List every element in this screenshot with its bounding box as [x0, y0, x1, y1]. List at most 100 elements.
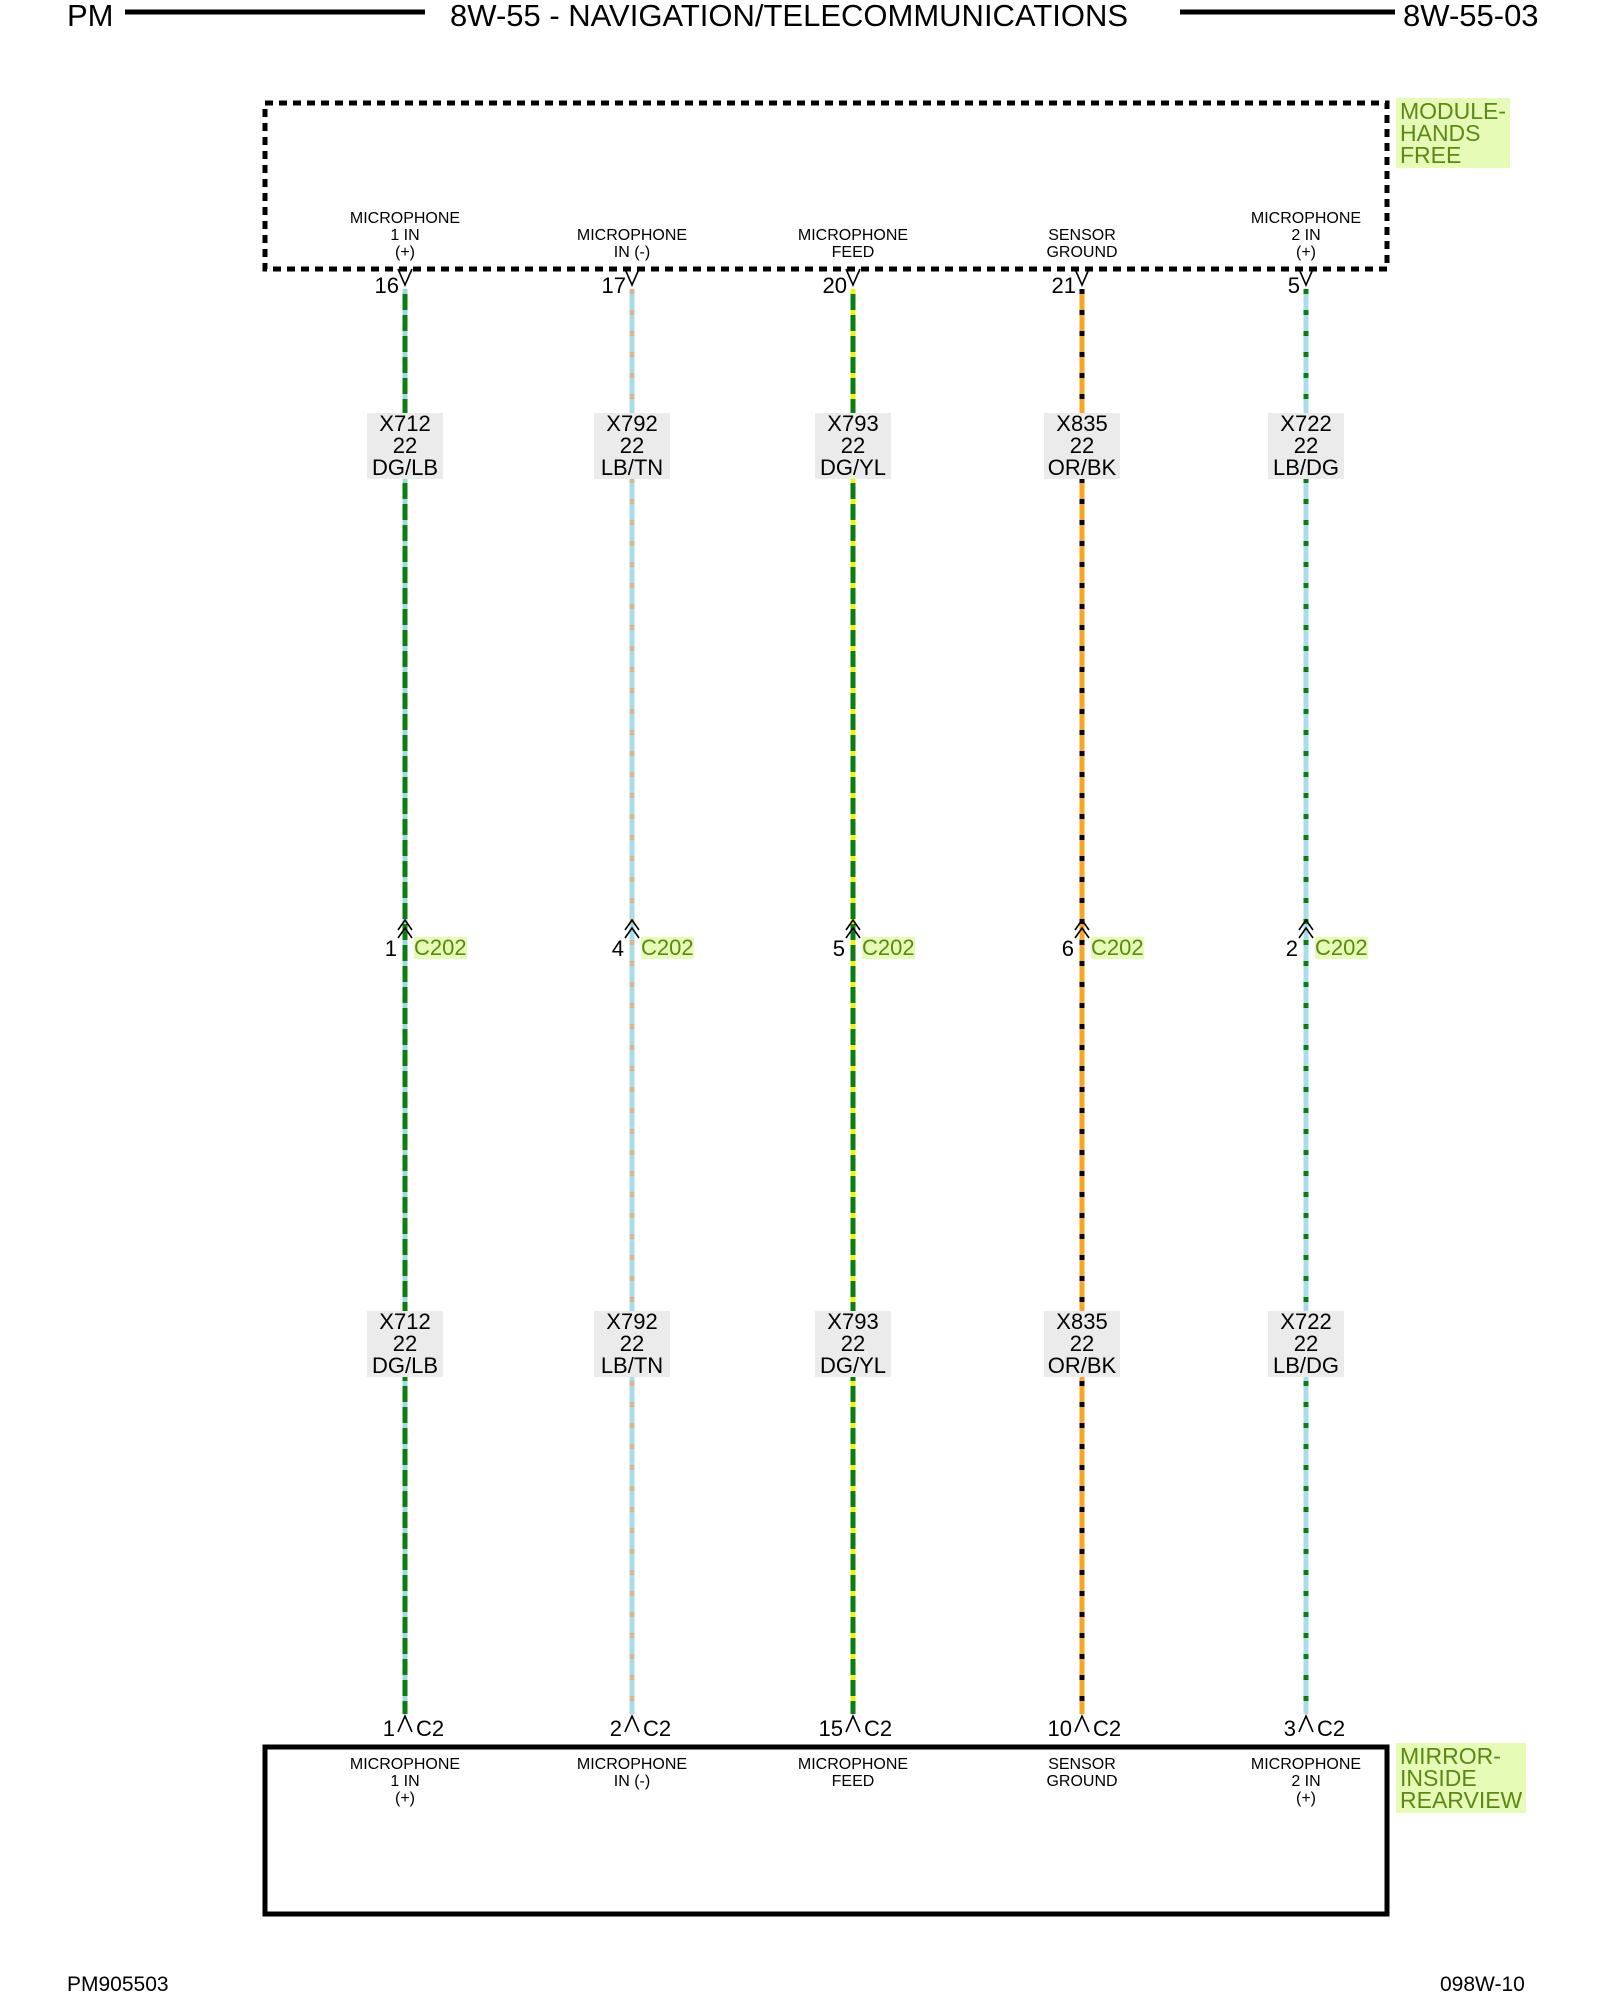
wire-color-code: DG/YL — [819, 1353, 887, 1378]
top-pin-label-line: (+) — [1296, 244, 1316, 261]
bottom-pin-label-line: MICROPHONE — [576, 1756, 688, 1773]
circuit-number: X792 — [606, 411, 658, 436]
wire-gauge: 22 — [840, 1331, 866, 1356]
top-pin-number: 20 — [822, 273, 847, 298]
bottom-pin-label-line: MICROPHONE — [797, 1756, 909, 1773]
circuit-number: X722 — [1280, 1309, 1332, 1334]
footer-left: PM905503 — [67, 1973, 169, 1996]
bottom-pin-number: 2 — [609, 1716, 622, 1741]
top-pin-label-line: MICROPHONE — [576, 227, 688, 244]
bottom-pin-number: 15 — [818, 1716, 843, 1741]
inline-connector-id: C202 — [641, 935, 694, 960]
circuit-number: X712 — [379, 411, 431, 436]
top-pin-label-line: 2 IN — [1291, 227, 1321, 244]
inline-connector-icon — [397, 918, 413, 939]
bottom-pin-terminal-icon — [1298, 1714, 1314, 1733]
circuit-number: X835 — [1056, 1309, 1108, 1334]
top-pin-label-line: MICROPHONE — [797, 227, 909, 244]
top-pin-terminal-icon — [1074, 268, 1090, 287]
wire-color-code: OR/BK — [1047, 1353, 1117, 1378]
wire-color-code: DG/YL — [819, 455, 887, 480]
bottom-pin-label-line: SENSOR — [1048, 1756, 1116, 1773]
bottom-pin-label-line: (+) — [1296, 1790, 1316, 1807]
bottom-pin-label-line: 1 IN — [390, 1773, 420, 1790]
wire-color-code: LB/TN — [600, 1353, 664, 1378]
page-number: 8W-55-03 — [1403, 0, 1539, 33]
bottom-connector-id: C2 — [1317, 1716, 1346, 1741]
circuit-number: X722 — [1280, 411, 1332, 436]
wire-gauge: 22 — [619, 1331, 645, 1356]
wire-color-code: LB/DG — [1272, 455, 1340, 480]
top-pin-terminal-icon — [397, 268, 413, 287]
bottom-connector-id: C2 — [643, 1716, 672, 1741]
wire-layer — [397, 268, 1314, 1733]
top-pin-label-line: MICROPHONE — [349, 210, 461, 227]
inline-connector-id: C202 — [414, 935, 467, 960]
inline-pin-number: 4 — [611, 936, 624, 961]
inline-connector-id: C202 — [862, 935, 915, 960]
page-title: 8W-55 - NAVIGATION/TELECOMMUNICATIONS — [450, 0, 1129, 33]
top-pin-label-line: GROUND — [1046, 244, 1118, 261]
component-name-mirror: MIRROR- INSIDE REARVIEW — [1396, 1743, 1527, 1813]
wire-gauge: 22 — [840, 433, 866, 458]
wire-color-code: LB/TN — [600, 455, 664, 480]
bottom-pin-label-line: IN (-) — [613, 1773, 651, 1790]
wire-color-code: LB/DG — [1272, 1353, 1340, 1378]
wire-color-code: DG/LB — [371, 455, 439, 480]
circuit-number: X712 — [379, 1309, 431, 1334]
bottom-connector-id: C2 — [1093, 1716, 1122, 1741]
wire-gauge: 22 — [392, 1331, 418, 1356]
top-pin-label-line: IN (-) — [613, 244, 651, 261]
top-pin-number: 21 — [1051, 273, 1076, 298]
inline-connector-id: C202 — [1091, 935, 1144, 960]
inline-connector-icon — [1074, 918, 1090, 939]
circuit-number: X793 — [827, 411, 879, 436]
circuit-number: X835 — [1056, 411, 1108, 436]
top-pin-number: 5 — [1287, 273, 1300, 298]
bottom-pin-terminal-icon — [845, 1714, 861, 1733]
bottom-pin-terminal-icon — [1074, 1714, 1090, 1733]
bottom-pin-label-line: (+) — [395, 1790, 415, 1807]
footer-right: 098W-10 — [1440, 1973, 1525, 1996]
wire-color-code: DG/LB — [371, 1353, 439, 1378]
top-pin-terminal-icon — [1298, 268, 1314, 287]
circuit-number: X792 — [606, 1309, 658, 1334]
top-pin-number: 16 — [374, 273, 399, 298]
top-pin-label-line: 1 IN — [390, 227, 420, 244]
wire-gauge: 22 — [1293, 433, 1319, 458]
header-left: PM — [67, 0, 114, 33]
bottom-pin-terminal-icon — [624, 1714, 640, 1733]
inline-pin-number: 6 — [1061, 936, 1074, 961]
wire-gauge: 22 — [392, 433, 418, 458]
wire-color-code: OR/BK — [1047, 455, 1117, 480]
wire-gauge: 22 — [1069, 1331, 1095, 1356]
bottom-pin-label-line: FEED — [831, 1773, 875, 1790]
top-pin-label-line: (+) — [395, 244, 415, 261]
inline-pin-number: 1 — [384, 936, 397, 961]
top-pin-terminal-icon — [624, 268, 640, 287]
top-pin-label-line: SENSOR — [1048, 227, 1116, 244]
bottom-pin-terminal-icon — [397, 1714, 413, 1733]
wire-gauge: 22 — [1069, 433, 1095, 458]
top-pin-label-line: MICROPHONE — [1250, 210, 1362, 227]
